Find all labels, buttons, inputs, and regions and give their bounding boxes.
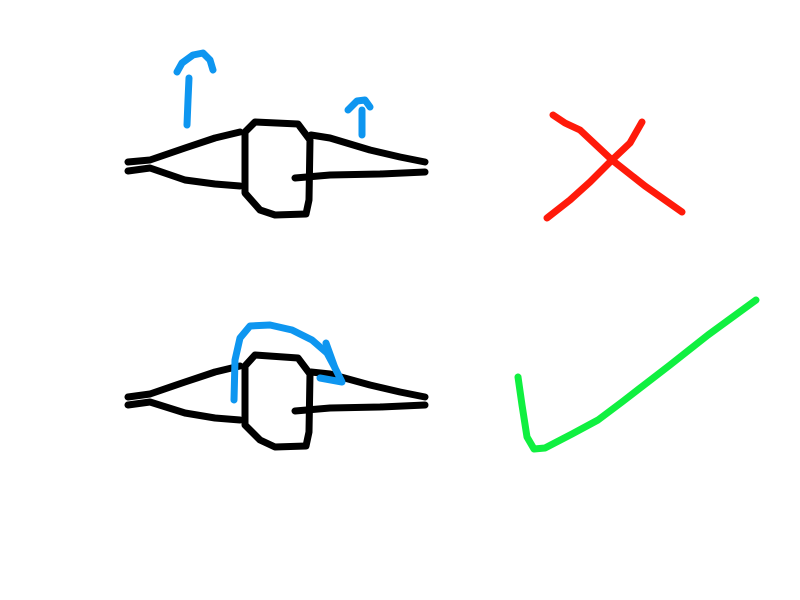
top-body (241, 118, 314, 219)
top-right-up-arrow (344, 96, 374, 139)
top-left-up-arrow (173, 49, 217, 129)
bottom-curved-arrow (230, 321, 339, 404)
check-stroke (514, 296, 760, 453)
top-sketch (124, 49, 429, 219)
top-right-wing (291, 131, 429, 182)
bottom-body (241, 351, 314, 451)
top-left-wing (124, 128, 244, 190)
green-checkmark-icon (514, 296, 760, 453)
bottom-curved-arrowhead (316, 339, 346, 386)
cross-stroke-2 (543, 118, 646, 222)
red-cross-icon (543, 111, 686, 222)
bottom-sketch (124, 321, 429, 451)
bottom-right-wing (291, 368, 429, 415)
bottom-left-wing (124, 362, 244, 424)
cross-stroke-1 (549, 111, 686, 216)
